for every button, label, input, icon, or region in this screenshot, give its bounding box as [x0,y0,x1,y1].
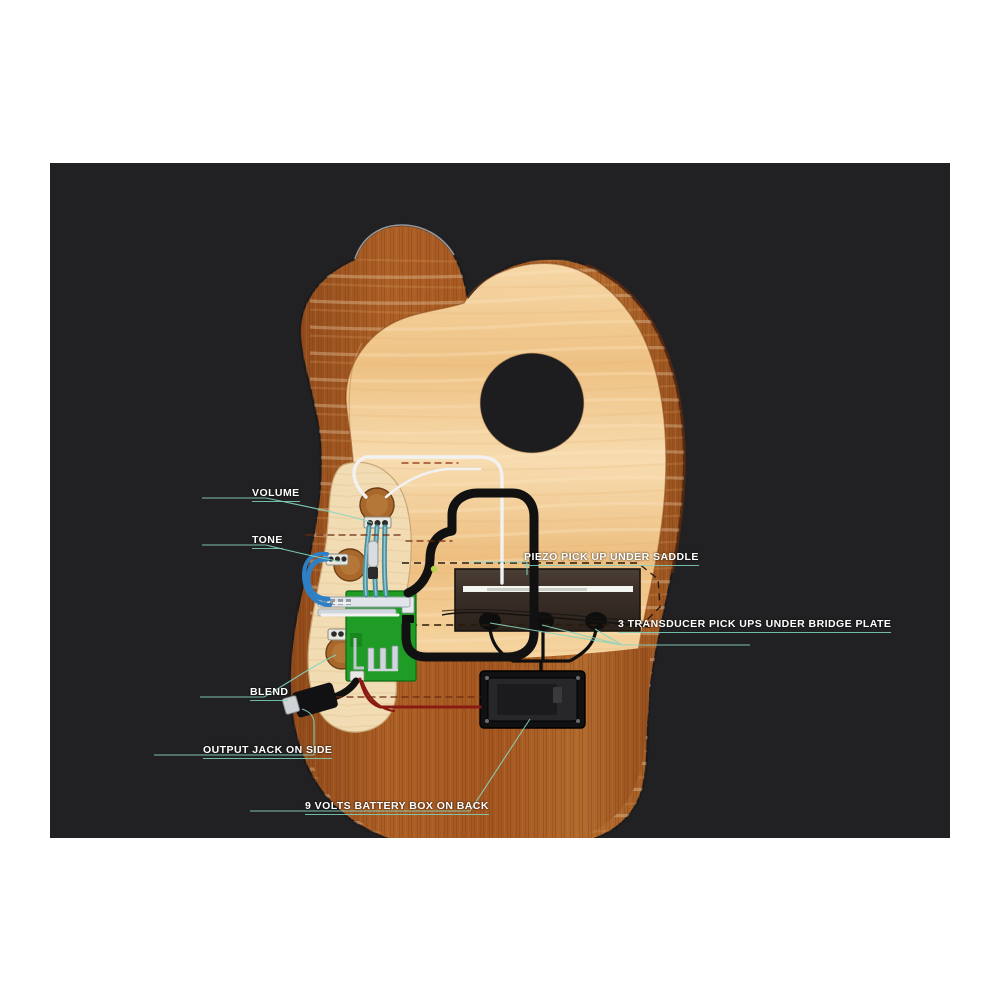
label-blend: BLEND [250,686,289,701]
leader-blend [263,654,337,698]
leader-volume [265,497,373,524]
guitar-illustration [50,163,950,838]
diagram-panel: VOLUME TONE BLEND OUTPUT JACK ON SIDE 9 … [50,163,950,838]
tone-pot [325,548,367,582]
body-highlight [354,224,455,260]
leader-lines [263,497,623,812]
leader-transducer [489,622,623,646]
leader-output-jack [301,708,315,755]
wiring-harness-strip [317,596,411,617]
battery-box [479,670,586,729]
leader-tone [265,544,343,563]
label-tone: TONE [252,534,283,549]
bridge-cutout-dashed [402,562,661,626]
label-transducer-pickups: 3 TRANSDUCER PICK UPS UNDER BRIDGE PLATE [618,617,892,633]
label-volume: VOLUME [252,487,300,502]
label-battery-box: 9 VOLTS BATTERY BOX ON BACK [305,800,489,815]
bridge-assembly [402,562,661,675]
leader-battery [469,718,531,812]
wire-bundle [302,455,539,713]
leader-ticks [154,497,750,812]
label-output-jack: OUTPUT JACK ON SIDE [203,744,333,759]
label-piezo-pickup: PIEZO PICK UP UNDER SADDLE [524,551,699,566]
sound-hole [479,352,585,454]
